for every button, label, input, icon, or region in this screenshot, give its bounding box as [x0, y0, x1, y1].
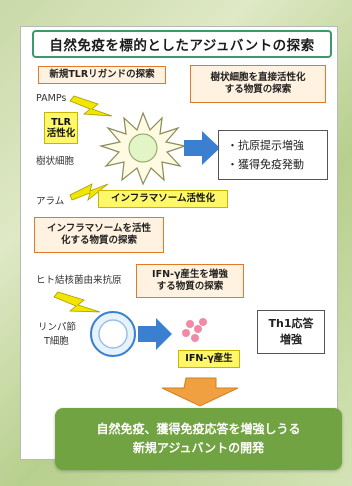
conclusion-line2: 新規アジュバントの開発 — [132, 441, 265, 455]
yellow-tlr-line2: 活性化 — [46, 128, 76, 139]
lightning-bolt-antigen — [53, 291, 101, 313]
conclusion-box: 自然免疫、獲得免疫応答を増強しうる 新規アジュバントの開発 — [55, 408, 342, 470]
label-t-cell: T細胞 — [44, 336, 69, 347]
yellow-tlr-activation: TLR 活性化 — [44, 112, 78, 144]
callout-ifn-search: IFN-γ産生を増強 する物質の探索 — [136, 264, 244, 298]
callout-dc-activation-line2: する物質の探索 — [224, 84, 292, 95]
label-alum: アラム — [36, 196, 65, 207]
orange-down-arrow — [161, 377, 239, 407]
th1-line1: Th1応答 — [268, 316, 314, 330]
dendritic-cell-nucleus — [128, 133, 158, 163]
blue-arrow-tcell — [138, 318, 172, 350]
yellow-tlr-line1: TLR — [51, 116, 71, 128]
cytokine-dot — [182, 329, 190, 337]
callout-dc-activation: 樹状細胞を直接活性化 する物質の探索 — [190, 65, 326, 103]
yellow-inflammasome-text: インフラマソーム活性化 — [111, 193, 215, 205]
label-dendritic-cell: 樹状細胞 — [36, 156, 75, 167]
yellow-inflammasome-activation: インフラマソーム活性化 — [98, 190, 228, 208]
callout-dc-activation-line1: 樹状細胞を直接活性化 — [210, 72, 306, 84]
callout-new-tlr-ligand: 新規TLRリガンドの探索 — [38, 66, 166, 84]
cytokine-dot — [191, 334, 199, 342]
label-lymph-node: リンパ節 — [38, 322, 77, 333]
th1-response-box: Th1応答 増強 — [257, 310, 325, 354]
cytokine-dot — [199, 318, 207, 326]
th1-line2: 増強 — [280, 333, 302, 346]
callout-ifn-line2: する物質の探索 — [156, 281, 224, 292]
yellow-ifn-text: IFN-γ産生 — [185, 353, 233, 365]
label-tb-antigen: ヒト結核菌由来抗原 — [36, 275, 122, 286]
cytokine-dot — [194, 325, 202, 333]
label-pamps: PAMPs — [36, 93, 67, 104]
result-acquired-immunity: ・獲得免疫発動 — [227, 157, 304, 171]
blue-arrow-dc — [184, 131, 220, 165]
result-antigen-presentation: ・抗原提示増強 — [227, 139, 304, 152]
callout-new-tlr-ligand-text: 新規TLRリガンドの探索 — [49, 69, 155, 81]
cytokine-dot — [186, 320, 194, 328]
t-cell-nucleus — [98, 319, 128, 349]
diagram-title: 自然免疫を標的としたアジュバントの探索 — [32, 30, 332, 58]
callout-inflammasome-line2: 化する物質の探索 — [60, 235, 137, 246]
yellow-ifn-production: IFN-γ産生 — [178, 350, 240, 368]
result-box: ・抗原提示増強 ・獲得免疫発動 — [218, 130, 328, 180]
lightning-bolt-pamps — [69, 95, 113, 117]
callout-ifn-line1: IFN-γ産生を増強 — [152, 269, 228, 281]
callout-inflammasome-line1: インフラマソームを活性 — [47, 223, 151, 235]
callout-inflammasome-search: インフラマソームを活性 化する物質の探索 — [34, 217, 164, 253]
conclusion-line1: 自然免疫、獲得免疫応答を増強しうる — [96, 422, 301, 437]
